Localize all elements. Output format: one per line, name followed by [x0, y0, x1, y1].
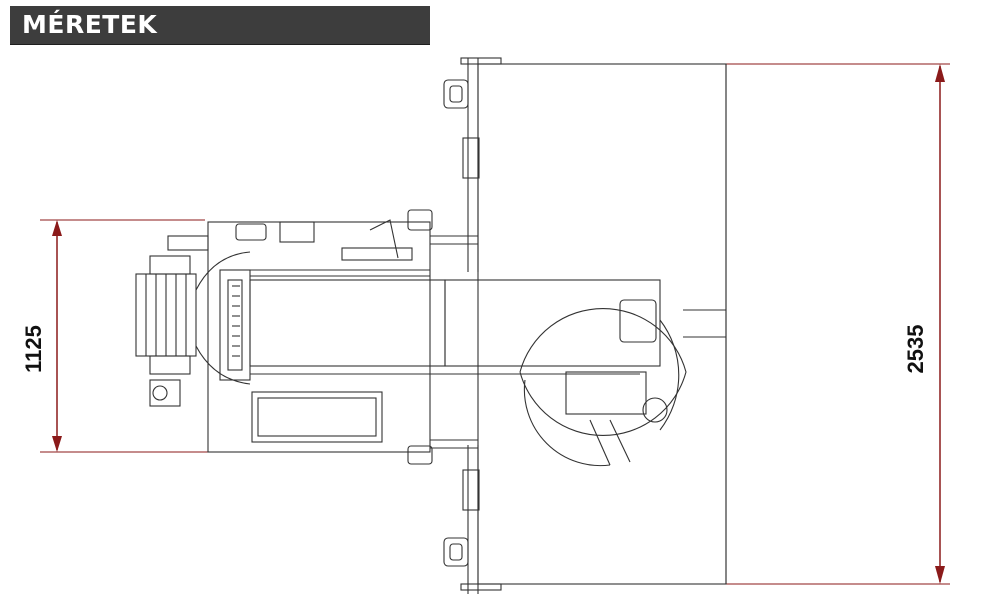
- rear-chassis: [444, 279, 661, 367]
- dimension-left: [40, 219, 410, 453]
- engine-body: [207, 221, 431, 453]
- dimension-left-label: 1125: [21, 325, 46, 373]
- dimension-right: [725, 63, 950, 585]
- section-header: MÉRETEK: [10, 6, 430, 45]
- main-beam: [249, 279, 446, 367]
- dimension-right-label: 2535: [903, 324, 928, 374]
- section-title: MÉRETEK: [22, 10, 158, 39]
- fuel-tank: [251, 391, 383, 443]
- rear-frame-outline: [477, 63, 727, 585]
- machine-outline: [135, 57, 727, 594]
